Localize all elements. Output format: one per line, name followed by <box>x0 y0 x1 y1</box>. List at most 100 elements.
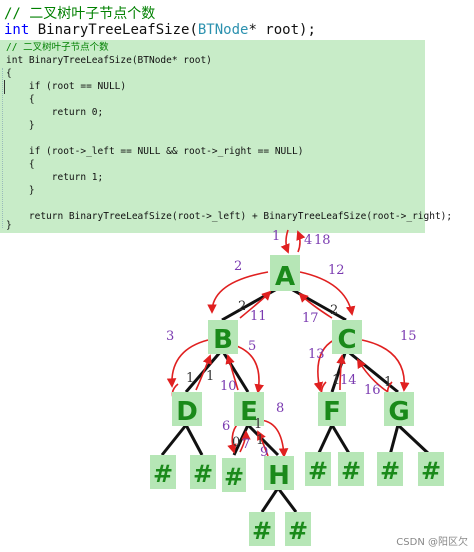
null-marker: # <box>252 517 272 545</box>
node-g-label: G <box>388 397 409 427</box>
step-label: 5 <box>248 339 256 354</box>
null-marker: # <box>224 463 244 491</box>
step-label: 10 <box>220 379 237 394</box>
node-a-box <box>270 255 300 291</box>
code-line-9: if (root->_left == NULL && root->_right … <box>6 146 304 157</box>
step-label: 15 <box>400 329 417 344</box>
step-label: 17 <box>302 311 319 326</box>
fn-name: BinaryTreeLeafSize( <box>29 22 198 38</box>
node-d-box <box>172 392 202 426</box>
return-label: 2 <box>238 299 246 314</box>
code-line-11: return 1; <box>6 172 104 183</box>
kw-int: int <box>4 22 30 38</box>
arrow-h-e <box>257 430 269 457</box>
null-marker: # <box>288 517 308 545</box>
edge-d-right <box>184 424 204 456</box>
return-label: 2 <box>330 303 338 318</box>
arrow-e-b <box>225 354 239 391</box>
step-label: 6 <box>222 419 230 434</box>
arrow-f-c <box>336 354 346 391</box>
node-c-box <box>332 320 362 354</box>
return-label: 1 <box>186 371 194 386</box>
arrow-a-c <box>299 271 356 316</box>
code-line-6: return 0; <box>6 107 104 118</box>
node-b-box <box>208 320 238 354</box>
text-cursor <box>4 80 5 94</box>
edge-f-left <box>316 424 334 456</box>
return-label: 1 <box>254 417 262 432</box>
null-marker: # <box>341 457 361 485</box>
arrow-c-a <box>298 292 333 319</box>
null-marker: # <box>153 460 173 488</box>
step-label: 3 <box>166 329 174 344</box>
return-label: 1 <box>206 369 214 384</box>
binary-tree-diagram: A B C D E F G H # # # # # # # # # <box>150 229 444 546</box>
null-box <box>222 458 246 492</box>
indent-guide <box>2 68 4 228</box>
edge-f-right <box>330 424 352 456</box>
null-box <box>418 452 444 486</box>
watermark: CSDN @阳区欠 <box>396 537 468 548</box>
code-header: // 二叉树叶子节点个数 int BinaryTreeLeafSize(BTNo… <box>0 0 474 42</box>
step-label: 13 <box>308 347 325 362</box>
code-line-4: if (root == NULL) <box>6 81 127 92</box>
type-name: BTNode <box>197 22 249 38</box>
code-line-2: int BinaryTreeLeafSize(BTNode* root) <box>6 55 212 66</box>
null-box <box>305 452 331 486</box>
node-e-box <box>234 392 264 426</box>
edge-g-left <box>388 424 400 456</box>
arrow-g-c <box>357 358 389 393</box>
node-e-label: E <box>240 397 258 427</box>
sig-rest: * root); <box>248 22 316 38</box>
code-line-12: } <box>6 185 35 196</box>
edge-h-left <box>260 487 280 513</box>
arrow-left-e <box>239 430 251 453</box>
step-label: 8 <box>276 401 284 416</box>
arrow-a-b <box>207 271 269 314</box>
null-box <box>338 452 364 486</box>
node-g-box <box>384 392 414 426</box>
null-marker: # <box>421 457 441 485</box>
edge-g-right <box>396 423 432 457</box>
code-line-14: return BinaryTreeLeafSize(root->_left) +… <box>6 211 453 222</box>
step-labels: 1 2 3 4 5 6 7 8 9 10 11 12 13 14 15 16 1… <box>166 229 417 460</box>
null-markers: # # # # # # # # # <box>150 452 444 546</box>
step-label: 16 <box>364 383 381 398</box>
step-label: 14 <box>340 373 357 388</box>
return-label: 1 <box>332 373 340 388</box>
arrow-c-g <box>361 339 410 392</box>
step-label: 12 <box>328 263 345 278</box>
header-signature: int BinaryTreeLeafSize(BTNode* root); <box>4 22 316 38</box>
step-label: 1 <box>272 229 280 244</box>
node-h-label: H <box>268 461 290 491</box>
node-c-label: C <box>337 325 356 355</box>
edge-h-right <box>276 487 298 513</box>
node-f-box <box>318 392 346 426</box>
step-label: 9 <box>260 445 268 460</box>
node-f-label: F <box>323 397 341 427</box>
null-marker: # <box>308 457 328 485</box>
null-box <box>150 455 176 489</box>
step-label: 7 <box>242 437 250 452</box>
node-b-label: B <box>213 325 233 355</box>
step-label: 4 <box>304 233 312 248</box>
node-d-label: D <box>176 397 198 427</box>
return-label: 1 <box>256 433 264 448</box>
edge-d-left <box>160 424 188 456</box>
null-marker: # <box>193 460 213 488</box>
null-box <box>249 512 275 546</box>
arrow-b-a <box>239 290 272 319</box>
tree-nodes: A B C D E F G H <box>172 255 414 491</box>
step-label: 2 <box>234 259 242 274</box>
arrow-b-d <box>166 339 209 388</box>
code-line-5: { <box>6 94 35 105</box>
step-label: 18 <box>314 233 331 248</box>
code-block: // 二叉树叶子节点个数 int BinaryTreeLeafSize(BTNo… <box>0 40 452 233</box>
node-a-label: A <box>275 262 295 292</box>
arrow-exit-a <box>296 230 306 253</box>
null-box <box>285 512 311 546</box>
node-h-box <box>264 456 294 490</box>
null-box <box>377 452 403 486</box>
null-box <box>190 455 216 489</box>
header-comment: // 二叉树叶子节点个数 <box>4 6 156 22</box>
